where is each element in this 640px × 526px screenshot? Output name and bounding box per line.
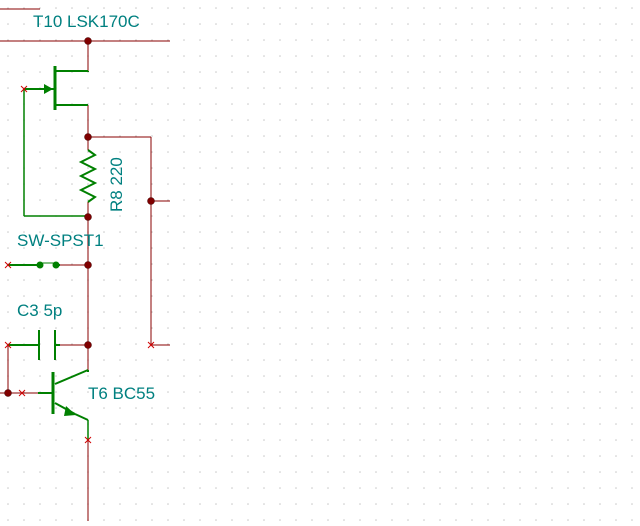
junction-dot (84, 37, 92, 45)
unconnected-marker (84, 436, 92, 444)
unconnected-marker (18, 389, 26, 397)
c3-capacitor-symbol[interactable] (8, 330, 60, 360)
unconnected-marker (147, 341, 155, 349)
t6-label: T6 BC55 (88, 384, 155, 403)
junction-dot (147, 197, 155, 205)
unconnected-marker (4, 341, 12, 349)
junction-dot (84, 213, 92, 221)
r8-resistor-symbol[interactable] (78, 149, 98, 203)
t6-bjt-symbol[interactable] (38, 369, 89, 440)
t10-jfet-symbol[interactable] (23, 66, 89, 217)
junctions (4, 37, 155, 397)
components (8, 66, 98, 440)
sw-spst1-switch-symbol[interactable] (8, 261, 60, 269)
c3-label: C3 5p (17, 301, 62, 320)
junction-dot (4, 389, 12, 397)
sw-spst1-label: SW-SPST1 (17, 231, 104, 250)
junction-dot (84, 133, 92, 141)
unconnected-markers (4, 85, 155, 444)
unconnected-marker (20, 85, 28, 93)
junction-dot (84, 261, 92, 269)
unconnected-marker (4, 261, 12, 269)
t10-label: T10 LSK170C (33, 12, 140, 31)
r8-label: R8 220 (107, 157, 126, 212)
labels: T10 LSK170C R8 220 SW-SPST1 C3 5p T6 BC5… (17, 12, 155, 403)
junction-dot (84, 341, 92, 349)
wires (0, 8, 170, 521)
